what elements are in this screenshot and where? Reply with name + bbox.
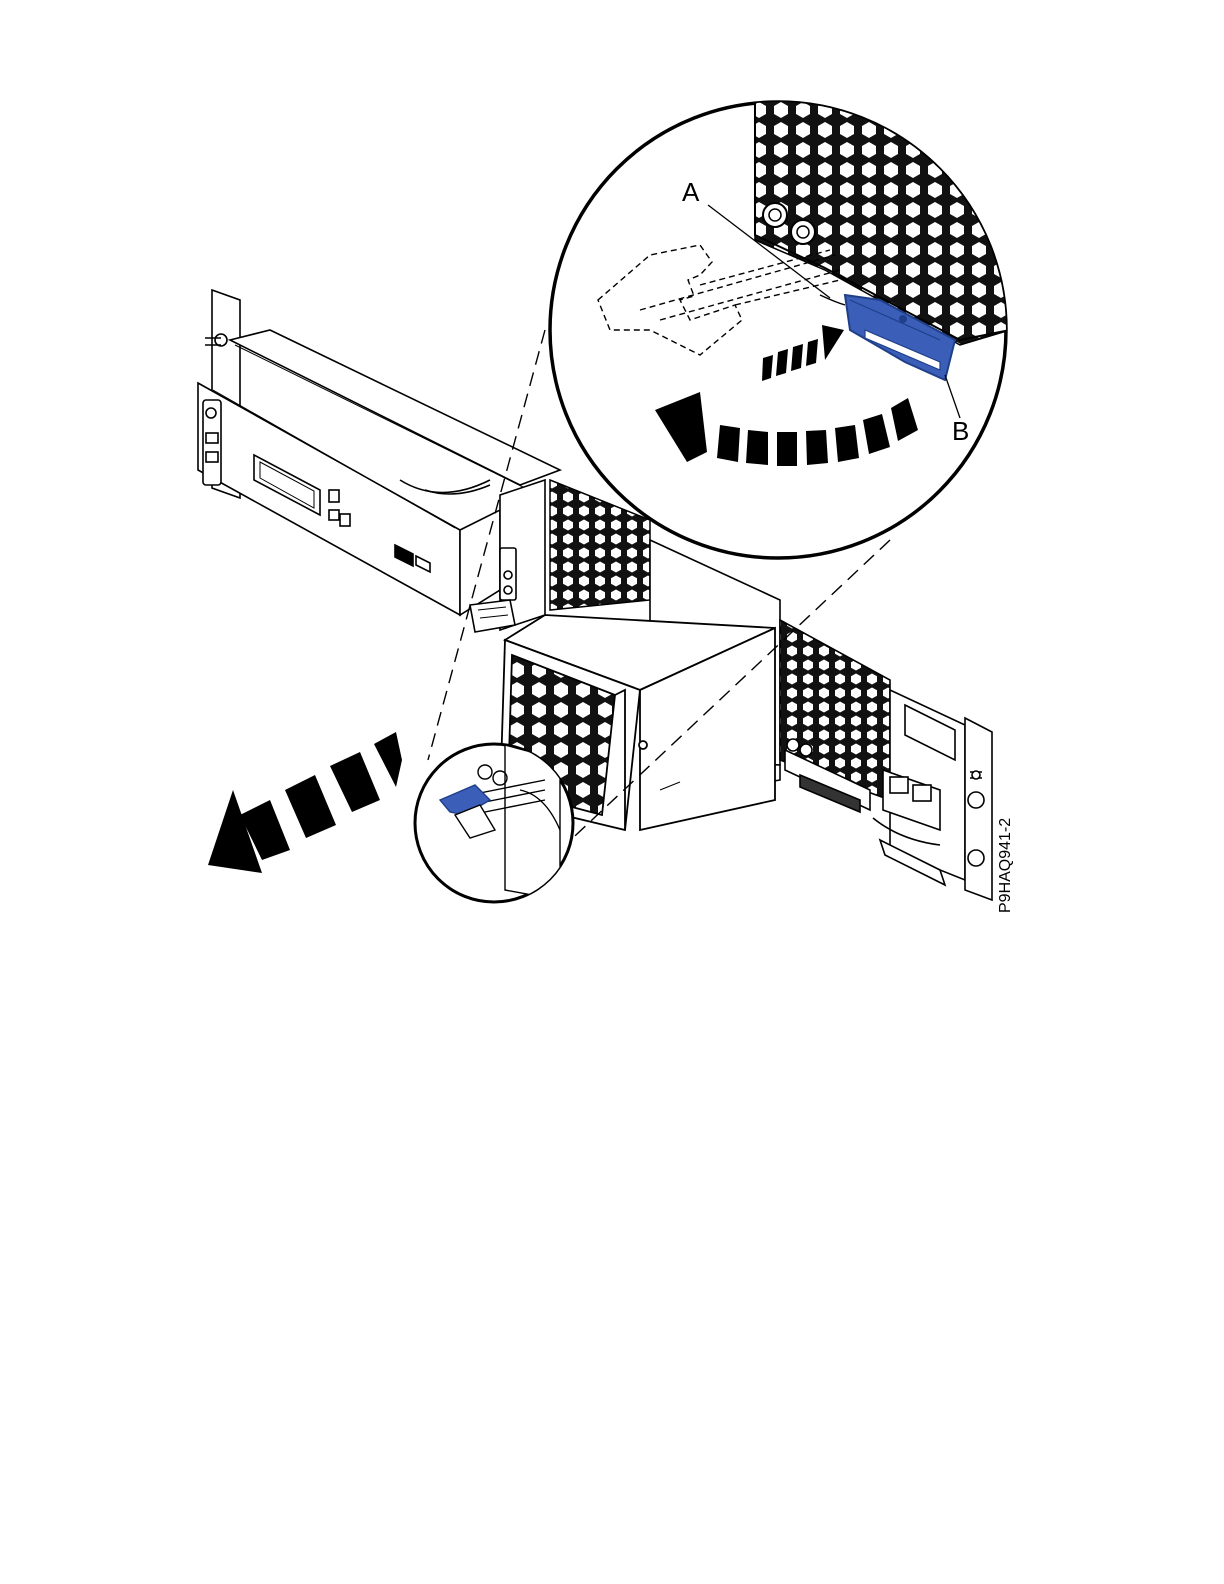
large-detail-circle [550,100,1010,558]
small-detail-circle [415,744,573,902]
callout-b-label: B [952,416,969,446]
callout-a-label: A [682,177,700,207]
server-chassis [198,290,560,632]
figure-id-label: P9HAQ941-2 [997,818,1014,913]
pull-direction-arrow-icon [208,732,402,873]
